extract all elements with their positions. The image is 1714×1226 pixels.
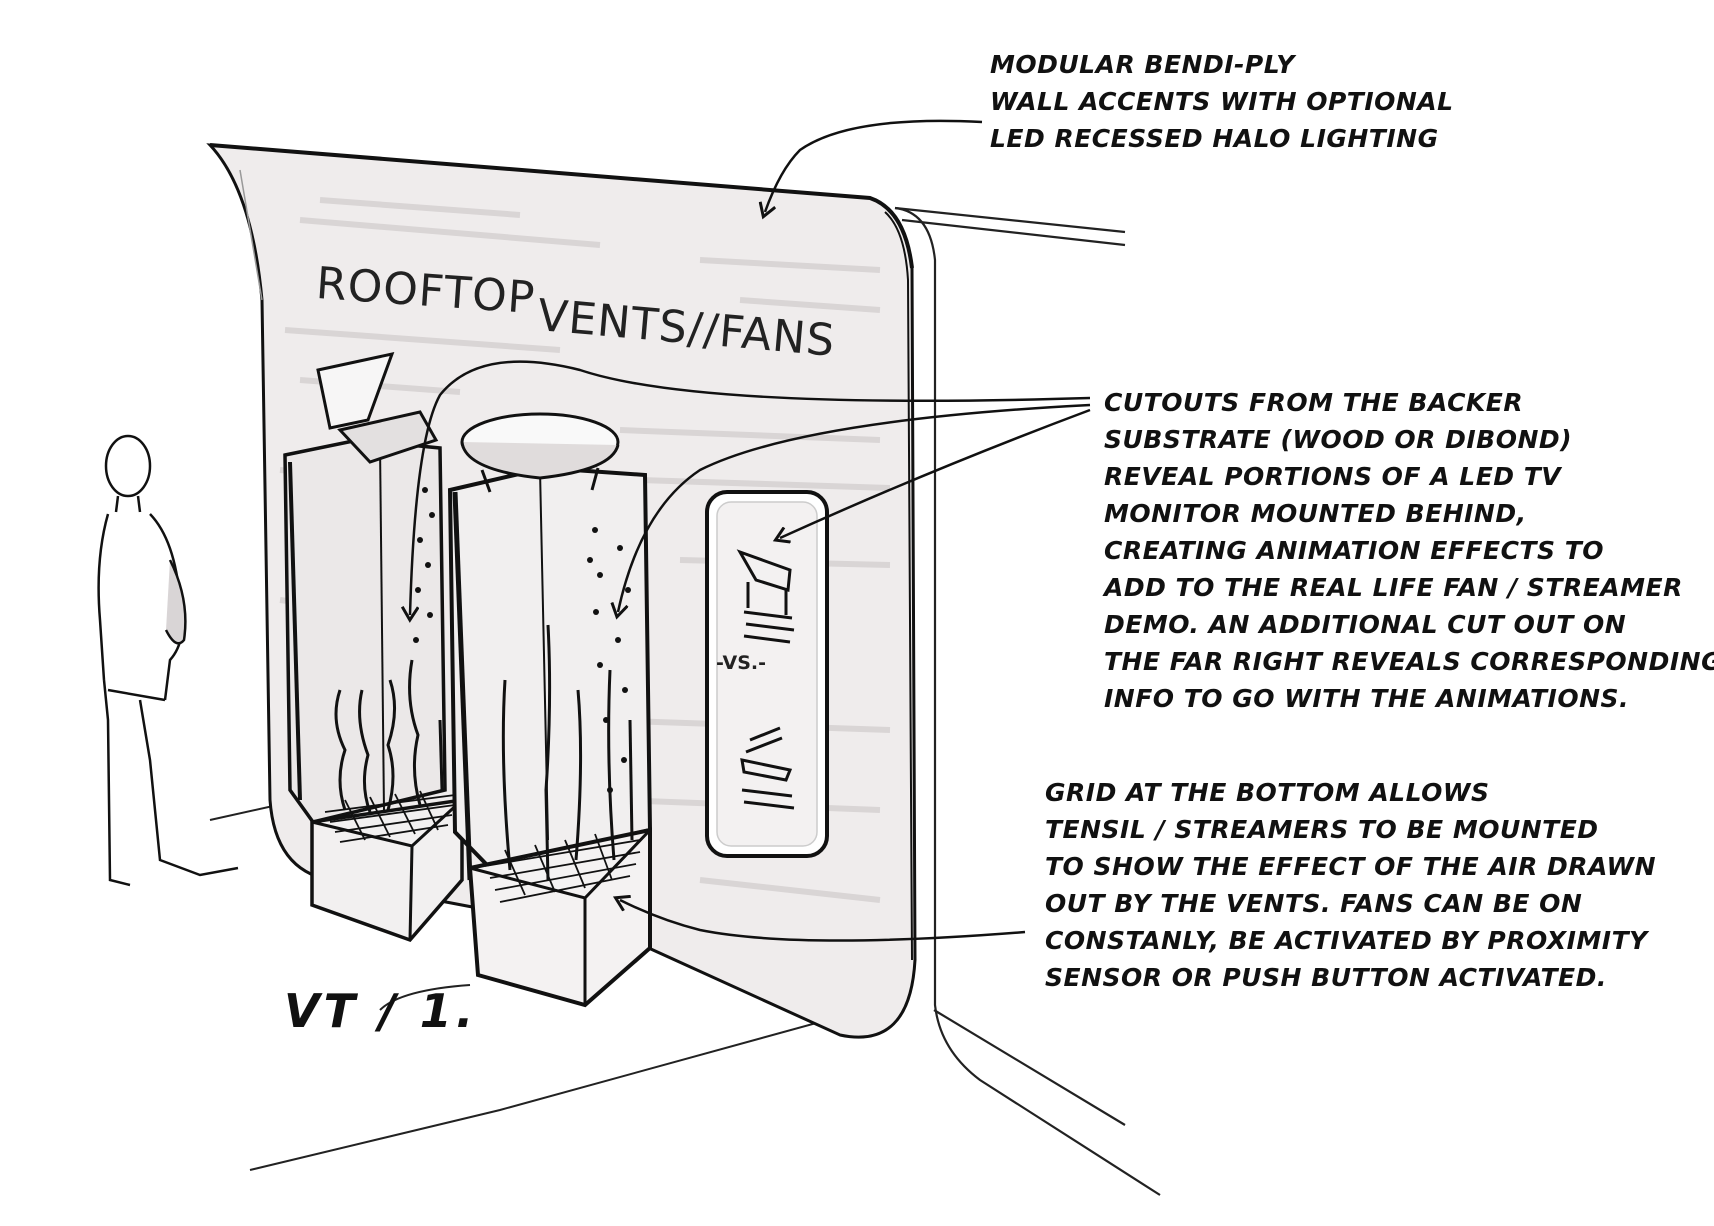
annotation-line: THE FAR RIGHT REVEALS CORRESPONDING [1104, 647, 1714, 676]
annotation-grid: GRID AT THE BOTTOM ALLOWS TENSIL / STREA… [1045, 774, 1656, 996]
annotation-leaders [410, 119, 1091, 942]
grid-arrow [620, 900, 1026, 942]
annotation-line: WALL ACCENTS WITH OPTIONAL [990, 87, 1454, 116]
wall-accent-arrow [765, 119, 983, 212]
info-cutout-panel [705, 490, 829, 858]
cutout-arrow-right [780, 408, 1091, 538]
annotation-cutouts: CUTOUTS FROM THE BACKER SUBSTRATE (WOOD … [1104, 384, 1714, 717]
human-scale-figure [97, 434, 239, 887]
cutout-arrow-middle [618, 403, 1091, 612]
annotation-line: INFO TO GO WITH THE ANIMATIONS. [1104, 684, 1629, 713]
annotation-line: TO SHOW THE EFFECT OF THE AIR DRAWN [1045, 852, 1657, 881]
annotation-line: TENSIL / STREAMERS TO BE MOUNTED [1045, 815, 1599, 844]
vent-tower-left [283, 351, 464, 943]
panel-vs-label: -VS.- [716, 652, 766, 674]
annotation-line: LED RECESSED HALO LIGHTING [990, 124, 1439, 153]
annotation-line: ADD TO THE REAL LIFE FAN / STREAMER [1104, 573, 1683, 602]
annotation-line: CREATING ANIMATION EFFECTS TO [1104, 536, 1604, 565]
annotation-line: MONITOR MOUNTED BEHIND, [1104, 499, 1527, 528]
cutout-arrow-left [410, 360, 1091, 615]
annotation-line: OUT BY THE VENTS. FANS CAN BE ON [1045, 889, 1583, 918]
annotation-line: CUTOUTS FROM THE BACKER [1104, 388, 1524, 417]
vent-tower-right [447, 412, 653, 1008]
sketch-id-label: VT / 1. [284, 984, 478, 1038]
annotation-line: DEMO. AN ADDITIONAL CUT OUT ON [1104, 610, 1627, 639]
annotation-line: SUBSTRATE (WOOD OR DIBOND) [1104, 425, 1573, 454]
adjacent-wall [894, 206, 1161, 1196]
annotation-line: MODULAR BENDI-PLY [990, 50, 1295, 79]
annotation-line: REVEAL PORTIONS OF A LED TV [1104, 462, 1562, 491]
vent-pictogram-top [736, 549, 795, 644]
annotation-wall-accents: MODULAR BENDI-PLY WALL ACCENTS WITH OPTI… [990, 46, 1454, 157]
annotation-line: CONSTANLY, BE ACTIVATED BY PROXIMITY [1045, 926, 1648, 955]
annotation-line: SENSOR OR PUSH BUTTON ACTIVATED. [1045, 963, 1607, 992]
annotation-line: GRID AT THE BOTTOM ALLOWS [1045, 778, 1490, 807]
vent-pictogram-bottom [740, 726, 795, 810]
